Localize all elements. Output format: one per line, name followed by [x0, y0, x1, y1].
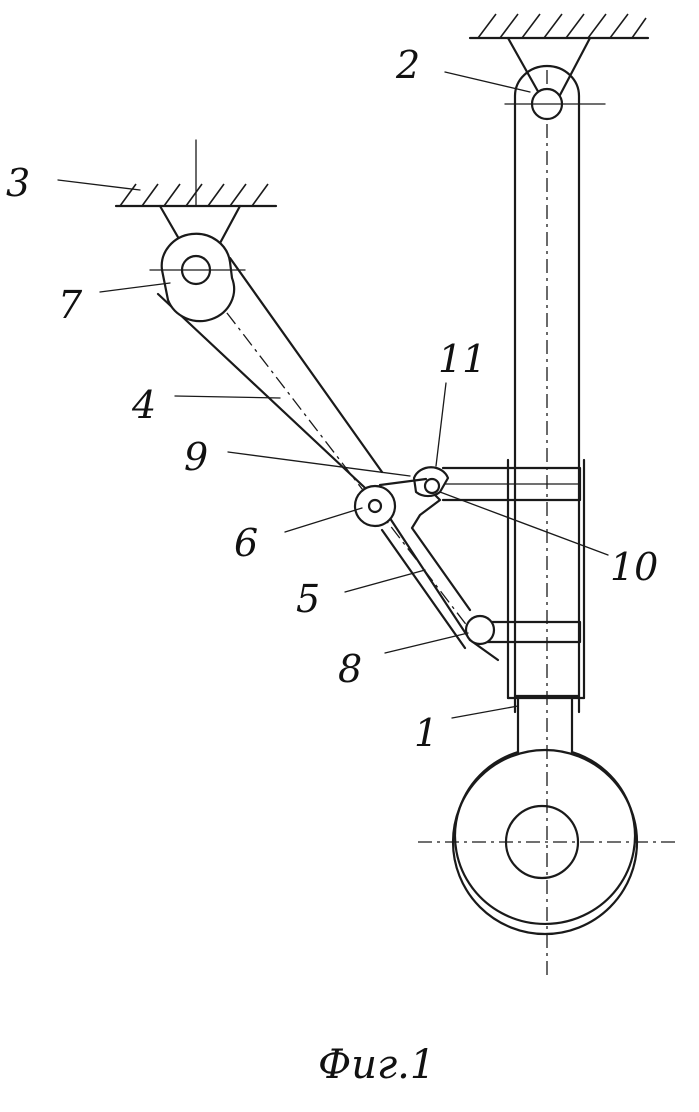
label-1: 1 [414, 711, 438, 755]
label-3: 3 [6, 161, 30, 205]
lower-bracket [482, 622, 580, 642]
ground-support-top-right [470, 14, 648, 95]
label-11: 11 [438, 337, 486, 381]
label-8: 8 [338, 647, 362, 691]
pivot-6 [355, 486, 395, 526]
pivot-8 [466, 616, 494, 644]
wheel [418, 750, 680, 934]
part-labels: 2 3 7 4 11 9 6 10 5 8 1 [6, 43, 658, 755]
label-10: 10 [610, 545, 658, 589]
label-7: 7 [58, 283, 83, 327]
label-4: 4 [131, 383, 156, 427]
label-5: 5 [296, 577, 320, 621]
label-9: 9 [184, 435, 208, 479]
label-2: 2 [395, 43, 420, 87]
strut-1 [508, 66, 584, 975]
label-6: 6 [234, 521, 258, 565]
figure-caption: Фиг.1 [318, 1042, 435, 1088]
pivot-2 [505, 89, 605, 119]
upper-bracket [443, 468, 580, 500]
pivot-7 [150, 234, 245, 321]
